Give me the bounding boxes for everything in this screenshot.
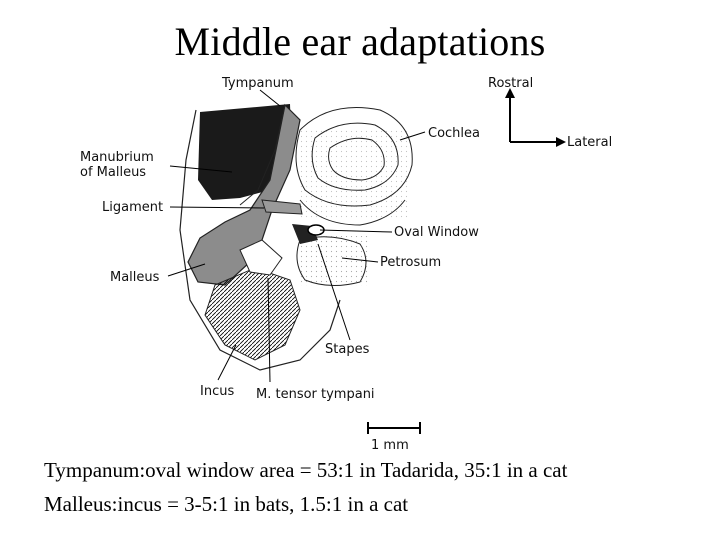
label-manubrium-line2: of Malleus xyxy=(80,165,146,180)
label-rostral: Rostral xyxy=(488,76,533,91)
label-stapes: Stapes xyxy=(325,342,369,357)
label-malleus: Malleus xyxy=(110,270,159,285)
label-incus: Incus xyxy=(200,384,234,399)
label-cochlea: Cochlea xyxy=(428,126,480,141)
label-tensor-tympani: M. tensor tympani xyxy=(256,387,375,402)
label-tympanum: Tympanum xyxy=(222,76,294,91)
caption-malleus-ratio: Malleus:incus = 3-5:1 in bats, 1.5:1 in … xyxy=(44,492,408,517)
label-ligament: Ligament xyxy=(102,200,163,215)
label-lateral: Lateral xyxy=(567,135,612,150)
label-petrosum: Petrosum xyxy=(380,255,441,270)
label-oval-window: Oval Window xyxy=(394,225,479,240)
label-scale: 1 mm xyxy=(371,438,409,453)
ligament-shape xyxy=(262,200,302,214)
caption-tympanum-ratio: Tympanum:oval window area = 53:1 in Tada… xyxy=(44,458,567,483)
label-manubrium-line1: Manubrium xyxy=(80,150,154,165)
